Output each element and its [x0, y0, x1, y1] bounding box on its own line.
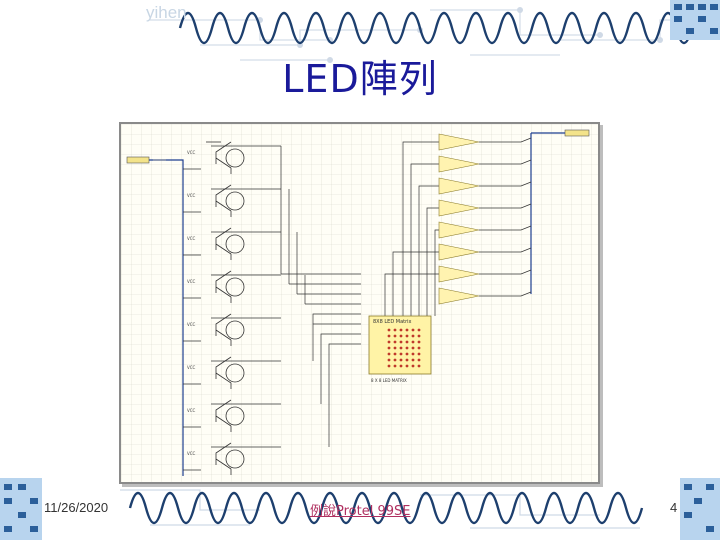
- transistor-array: [183, 141, 281, 475]
- top-wave: [178, 11, 710, 45]
- footer-date: 11/26/2020: [44, 500, 109, 515]
- schematic-drawing: VCC VCC VCC VCC VCC VCC VCC VCC: [121, 124, 598, 482]
- bottom-left-chip-decoration: [0, 478, 42, 540]
- svg-text:VCC: VCC: [187, 451, 196, 456]
- svg-text:VCC: VCC: [187, 236, 196, 241]
- svg-text:VCC: VCC: [187, 150, 196, 155]
- led-matrix-chip: 8X8 LED Matrix 8 X 8 LED MATRIX: [368, 315, 432, 383]
- svg-text:VCC: VCC: [187, 408, 196, 413]
- matrix-chip-label: 8X8 LED Matrix: [373, 319, 412, 325]
- slide-title: LED陣列: [282, 57, 438, 101]
- svg-text:VCC: VCC: [187, 193, 196, 198]
- footer-link[interactable]: 例說Protel 99SE: [310, 504, 411, 519]
- bottom-right-chip-decoration: [680, 478, 720, 540]
- svg-text:VCC: VCC: [187, 279, 196, 284]
- watermark: yihen: [146, 3, 187, 22]
- bottom-wave: [128, 491, 644, 525]
- led-matrix-schematic: VCC VCC VCC VCC VCC VCC VCC VCC: [119, 122, 600, 484]
- top-right-chip-decoration: [670, 0, 720, 40]
- matrix-part-label: 8 X 8 LED MATRIX: [371, 378, 407, 383]
- svg-text:VCC: VCC: [187, 365, 196, 370]
- svg-text:VCC: VCC: [187, 322, 196, 327]
- page-number: 4: [670, 500, 678, 515]
- buffer-array: [438, 133, 480, 305]
